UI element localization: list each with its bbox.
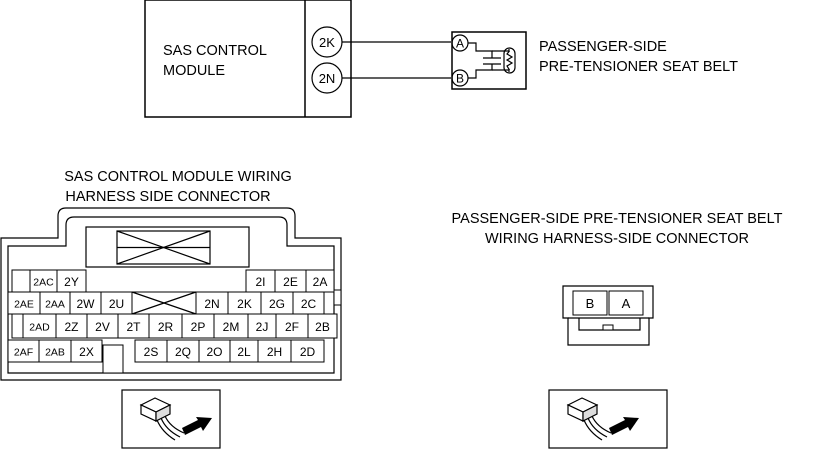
- connector-pin: 2AC: [33, 277, 54, 289]
- connector-pin: 2C: [301, 297, 317, 311]
- connector-pin: 2J: [256, 320, 269, 334]
- connector-pin: 2H: [267, 345, 282, 359]
- connector-pin: 2I: [255, 275, 265, 289]
- seatbelt-connector-title-line1: PASSENGER-SIDE PRE-TENSIONER SEAT BELT: [452, 211, 783, 227]
- seatbelt-connector-title-line2: WIRING HARNESS-SIDE CONNECTOR: [485, 231, 749, 247]
- connector-pin: 2AB: [45, 347, 65, 359]
- connector-pin: 2E: [283, 275, 298, 289]
- connector-pin-row-3: 2AD 2Z 2V 2T 2R 2P 2M 2J 2F 2B: [11, 313, 338, 339]
- connector-pin-row-2: 2AE 2AA 2W 2U 2N 2K 2G 2C: [7, 291, 325, 315]
- harness-side-connector-view-icon: [121, 389, 221, 449]
- connector-pin: 2P: [191, 320, 206, 334]
- connector-pin: 2V: [95, 320, 110, 334]
- seatbelt-terminal-label: B: [456, 72, 464, 86]
- connector-pin: 2AA: [45, 299, 65, 311]
- module-terminal-2k: 2K: [311, 26, 343, 58]
- seatbelt-terminal-label: A: [456, 37, 464, 51]
- connector-pin: 2F: [285, 320, 299, 334]
- connector-pin: 2B: [315, 320, 330, 334]
- module-terminal-label: 2K: [319, 35, 335, 50]
- connector-pin: 2G: [269, 297, 285, 311]
- pretensioner-seat-belt: A B: [451, 31, 527, 90]
- connector-pin: 2AD: [29, 322, 50, 334]
- module-connector-title-line2: HARNESS SIDE CONNECTOR: [65, 189, 270, 205]
- connector-pin: 2L: [237, 345, 251, 359]
- seatbelt-connector: B A: [562, 285, 654, 346]
- connector-pin: 2AE: [14, 299, 34, 311]
- sas-control-module: SAS CONTROL MODULE 2K 2N: [144, 0, 352, 118]
- connector-pin: 2D: [300, 345, 316, 359]
- connector-pin: 2K: [237, 297, 252, 311]
- connector-pin: 2S: [144, 345, 159, 359]
- seatbelt-connector-pin: A: [622, 296, 631, 311]
- connector-pin: 2N: [204, 297, 219, 311]
- seatbelt-name-line1: PASSENGER-SIDE: [539, 39, 667, 55]
- connector-pin: 2O: [206, 345, 222, 359]
- module-connector-title-line1: SAS CONTROL MODULE WIRING: [64, 169, 291, 185]
- module-connector: 2AC 2Y 2I 2E 2A 2AE 2AA 2W 2U 2N: [0, 207, 342, 381]
- harness-side-connector-view-icon: [548, 389, 668, 449]
- connector-pin: 2Z: [64, 320, 78, 334]
- module-name-line1: SAS CONTROL: [163, 43, 267, 59]
- seatbelt-terminal-b: B: [451, 69, 469, 87]
- connector-pin: 2X: [79, 345, 94, 359]
- connector-pin: 2Q: [175, 345, 191, 359]
- seatbelt-terminal-a: A: [451, 34, 469, 52]
- connector-pin: 2W: [77, 297, 96, 311]
- connector-pin: 2T: [126, 320, 141, 334]
- connector-pin: 2A: [313, 275, 328, 289]
- seatbelt-name-line2: PRE-TENSIONER SEAT BELT: [539, 59, 738, 75]
- connector-pin: 2R: [158, 320, 174, 334]
- connector-pin: 2U: [109, 297, 124, 311]
- module-terminal-2n: 2N: [311, 62, 343, 94]
- connector-pin-row-1: 2AC 2Y 2I 2E 2A: [11, 269, 335, 293]
- seatbelt-connector-pin: B: [586, 296, 595, 311]
- circuit-wires: [342, 41, 451, 79]
- connector-pin: 2M: [223, 320, 240, 334]
- connector-pin: 2Y: [64, 275, 79, 289]
- connector-pin: 2AF: [14, 347, 33, 359]
- connector-pin-row-4: 2AF 2AB 2X 2S 2Q 2O 2L 2H 2D: [7, 339, 325, 363]
- module-terminal-label: 2N: [319, 71, 336, 86]
- module-name-line2: MODULE: [163, 63, 225, 79]
